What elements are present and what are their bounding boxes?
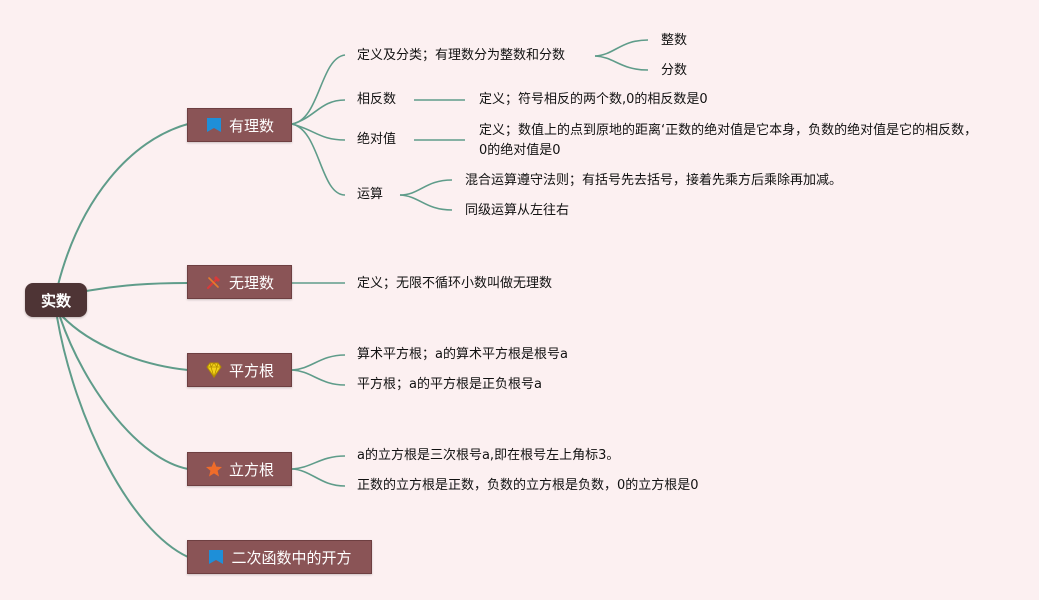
star-icon — [205, 460, 223, 478]
fraction-node[interactable]: 分数 — [661, 63, 688, 78]
branch-square-root[interactable]: 平方根 — [187, 353, 292, 387]
branch-quadratic-label: 二次函数中的开方 — [231, 548, 352, 567]
opposite-label[interactable]: 相反数 — [357, 92, 397, 107]
square-root-item-1[interactable]: 算术平方根；a的算术平方根是根号a — [357, 347, 568, 362]
link-square-1 — [291, 354, 346, 371]
rational-definition[interactable]: 定义及分类；有理数分为整数和分数 — [357, 48, 566, 63]
flag-icon — [207, 548, 225, 566]
link-root-rational — [57, 123, 189, 286]
absolute-label[interactable]: 绝对值 — [357, 132, 397, 147]
branch-cube-root-label: 立方根 — [228, 460, 274, 479]
link-root-square — [61, 315, 189, 371]
branch-rational[interactable]: 有理数 — [187, 108, 292, 142]
link-rational-opposite — [291, 99, 346, 125]
branch-irrational-label: 无理数 — [228, 273, 274, 292]
absolute-text[interactable]: 定义；数值上的点到原地的距离‘正数的绝对值是它本身，负数的绝对值是它的相反数，0… — [479, 123, 978, 158]
branch-irrational[interactable]: 无理数 — [187, 265, 292, 299]
link-rational-definition — [291, 54, 346, 125]
cube-root-item-1[interactable]: a的立方根是三次根号a,即在根号左上角标3。 — [357, 448, 620, 463]
link-operations-2 — [399, 194, 453, 211]
link-cube-1 — [291, 455, 346, 470]
branch-square-root-label: 平方根 — [228, 361, 274, 380]
branch-quadratic[interactable]: 二次函数中的开方 — [187, 540, 372, 574]
root-node[interactable]: 实数 — [25, 283, 87, 317]
link-rational-operations — [291, 123, 346, 196]
integer-node[interactable]: 整数 — [661, 33, 688, 48]
root-label: 实数 — [40, 291, 71, 310]
link-cube-2 — [291, 468, 346, 487]
operations-label[interactable]: 运算 — [357, 187, 384, 202]
opposite-text[interactable]: 定义；符号相反的两个数,0的相反数是0 — [479, 92, 708, 107]
cube-root-item-2[interactable]: 正数的立方根是正数，负数的立方根是负数，0的立方根是0 — [357, 478, 699, 493]
link-definition-children-2 — [594, 55, 649, 71]
irrational-definition[interactable]: 定义；无限不循环小数叫做无理数 — [357, 276, 553, 291]
branch-cube-root[interactable]: 立方根 — [187, 452, 292, 486]
link-root-cube — [59, 316, 189, 470]
diamond-icon — [205, 361, 223, 379]
link-rational-absolute — [291, 123, 346, 141]
flag-icon — [205, 116, 223, 134]
link-root-irrational — [85, 282, 189, 292]
link-root-quadratic — [56, 316, 189, 558]
link-definition-children-1 — [594, 39, 649, 57]
link-operations-1 — [399, 179, 453, 196]
square-root-item-2[interactable]: 平方根；a的平方根是正负根号a — [357, 377, 542, 392]
tools-icon — [205, 273, 223, 291]
branch-rational-label: 有理数 — [228, 116, 274, 135]
operations-rule-1[interactable]: 混合运算遵守法则；有括号先去括号，接着先乘方后乘除再加减。 — [465, 173, 843, 188]
operations-rule-2[interactable]: 同级运算从左往右 — [465, 203, 570, 218]
link-square-2 — [291, 369, 346, 386]
